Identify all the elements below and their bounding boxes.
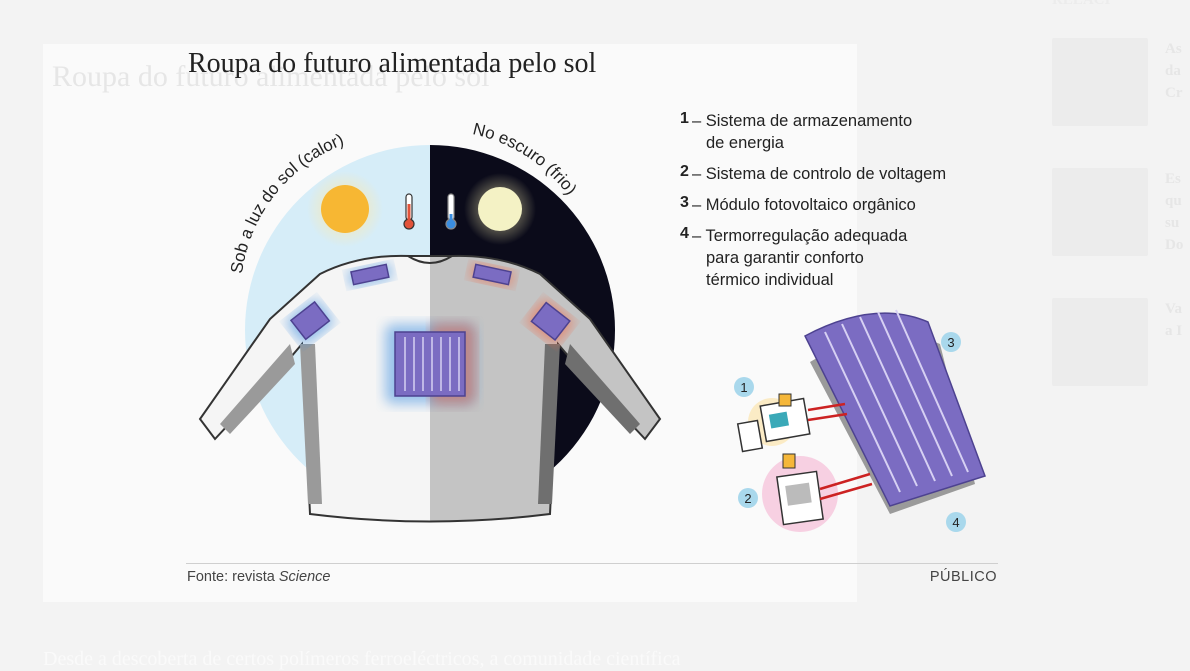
- legend: 1 Sistema de armazenamento de energia 2 …: [680, 110, 1000, 300]
- related-article-title[interactable]: As da Cr: [1165, 41, 1183, 101]
- related-article-title[interactable]: Es qu su Do: [1165, 171, 1184, 253]
- related-section-header: RELACI: [1052, 0, 1111, 8]
- shoulder-panel-left: [289, 300, 331, 341]
- system-diagram: 1 2 3 4: [734, 309, 986, 532]
- related-article-thumbnail[interactable]: [1052, 168, 1148, 256]
- infographic-title: Roupa do futuro alimentada pelo sol: [188, 48, 597, 79]
- infographic-illustration: Sob a luz do sol (calor) No escuro (frio…: [198, 119, 986, 532]
- collar-panel-left: [350, 263, 390, 286]
- legend-number: 1: [680, 110, 689, 127]
- shoulder-panel-right: [530, 301, 571, 341]
- smart-sweater: [198, 254, 662, 523]
- thermometer-cold-icon: [445, 193, 457, 230]
- source-label: Fonte: revista: [187, 569, 279, 585]
- legend-text: Sistema de armazenamento de energia: [706, 110, 1000, 154]
- background-article-caption: Desde a descoberta de certos polímeros f…: [43, 648, 681, 670]
- source-name: Science: [278, 569, 331, 585]
- marker-1: [734, 377, 754, 397]
- svg-text:2: 2: [744, 491, 751, 506]
- brand-credit: PÚBLICO: [929, 569, 997, 585]
- legend-item: 4 Termorregulação adequada para garantir…: [680, 225, 1000, 291]
- marker-2: [738, 488, 758, 508]
- related-article-2[interactable]: Es qu su Do: [1052, 168, 1190, 263]
- legend-number: 4: [680, 225, 689, 242]
- svg-text:1: 1: [740, 380, 747, 395]
- svg-text:3: 3: [947, 335, 954, 350]
- legend-text: Sistema de controlo de voltagem: [706, 163, 1000, 185]
- related-article-title[interactable]: Va a I: [1165, 301, 1183, 339]
- collar-panel-right: [472, 263, 512, 286]
- related-article-1[interactable]: As da Cr: [1052, 38, 1190, 133]
- legend-number: 2: [680, 163, 689, 180]
- related-article-thumbnail[interactable]: [1052, 38, 1148, 126]
- related-article-3[interactable]: Va a I: [1052, 298, 1190, 393]
- marker-3: [941, 332, 961, 352]
- footer-divider: [186, 563, 998, 564]
- moon-icon: [478, 187, 522, 231]
- svg-text:4: 4: [952, 515, 959, 530]
- legend-item: 1 Sistema de armazenamento de energia: [680, 110, 1000, 154]
- infographic: Roupa do futuro alimentada pelo sol: [180, 44, 1000, 599]
- photovoltaic-module: [804, 312, 986, 507]
- thermometer-hot-icon: [403, 193, 415, 230]
- legend-text: Módulo fotovoltaico orgânico: [706, 194, 1000, 216]
- chest-panel: [394, 331, 466, 397]
- related-article-thumbnail[interactable]: [1052, 298, 1148, 386]
- legend-text: Termorregulação adequada para garantir c…: [705, 225, 1000, 291]
- legend-number: 3: [680, 194, 689, 211]
- background-article-title: Roupa do futuro alimentada pelo sol: [52, 60, 490, 93]
- legend-item: 3 Módulo fotovoltaico orgânico: [680, 194, 1000, 216]
- source-credit: Fonte: revista Science: [187, 569, 330, 585]
- legend-item: 2 Sistema de controlo de voltagem: [680, 163, 1000, 185]
- sun-icon: [321, 185, 369, 233]
- marker-4: [946, 512, 966, 532]
